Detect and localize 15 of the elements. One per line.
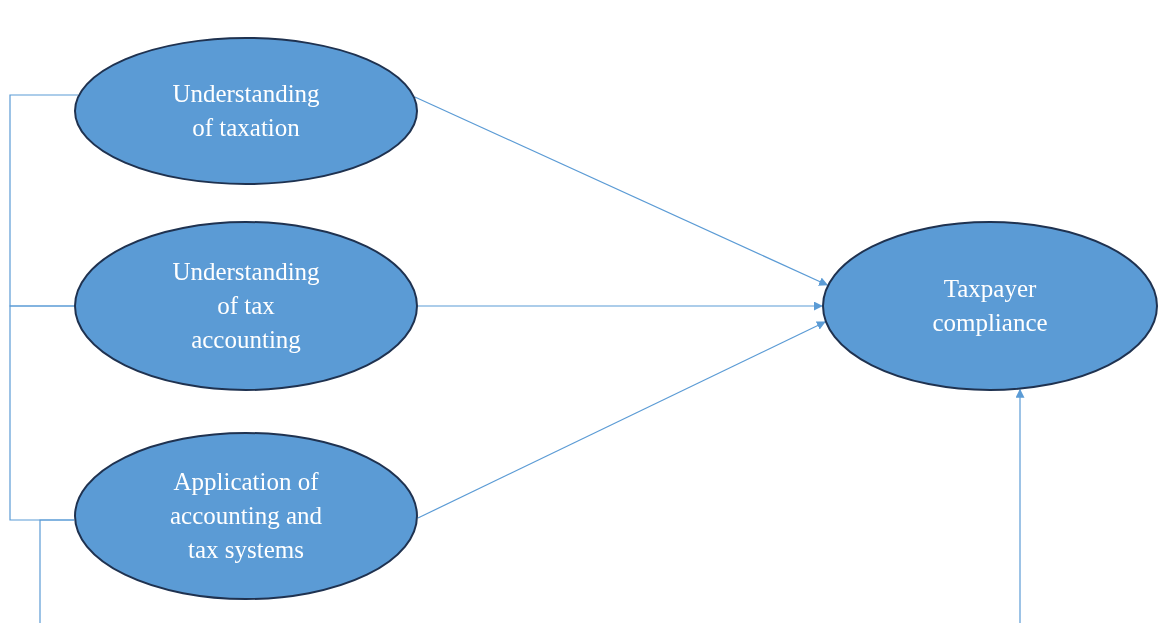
connector-line bbox=[9, 94, 79, 307]
connector-line bbox=[39, 519, 75, 623]
ellipse-node bbox=[74, 37, 418, 185]
ellipse-node bbox=[822, 221, 1158, 391]
node-label: Application of accounting and tax systems bbox=[169, 467, 323, 565]
node-label: Understanding of taxation bbox=[171, 79, 321, 143]
connector-line bbox=[9, 305, 75, 521]
ellipse-node bbox=[74, 432, 418, 600]
arrow bbox=[417, 301, 823, 311]
arrow bbox=[1015, 388, 1025, 623]
ellipse-node bbox=[74, 221, 418, 391]
node-label: Taxpayer compliance bbox=[931, 274, 1049, 338]
arrow bbox=[417, 321, 826, 519]
arrow bbox=[414, 96, 829, 286]
node-label: Understanding of tax accounting bbox=[171, 257, 321, 355]
